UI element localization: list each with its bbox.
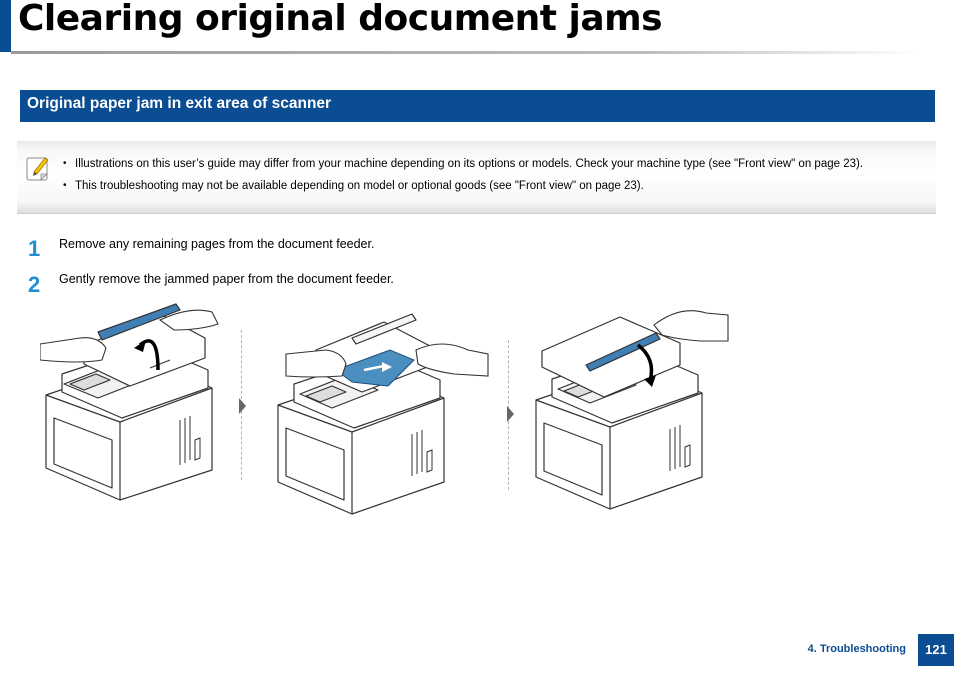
step-text: Remove any remaining pages from the docu… xyxy=(59,237,375,251)
step-text: Gently remove the jammed paper from the … xyxy=(59,272,394,286)
page-title: Clearing original document jams xyxy=(18,0,663,39)
page-number: 121 xyxy=(918,634,954,666)
illustration-remove-paper xyxy=(277,313,489,515)
section-heading: Original paper jam in exit area of scann… xyxy=(20,90,935,122)
illustration-open-cover xyxy=(40,303,219,501)
note-list: Illustrations on this user’s guide may d… xyxy=(63,157,863,201)
pencil-note-icon xyxy=(26,157,49,181)
note-box: Illustrations on this user’s guide may d… xyxy=(17,141,936,214)
step-number: 2 xyxy=(28,272,41,297)
note-item: This troubleshooting may not be availabl… xyxy=(63,179,863,193)
next-arrow-icon xyxy=(239,398,246,414)
next-arrow-icon xyxy=(507,406,514,422)
step-number: 1 xyxy=(28,236,41,261)
illustration-close-cover xyxy=(535,310,729,510)
footer-section-label: 4. Troubleshooting xyxy=(807,643,906,655)
title-underline xyxy=(11,51,921,54)
title-accent-bar xyxy=(0,0,11,52)
note-item: Illustrations on this user’s guide may d… xyxy=(63,157,863,171)
